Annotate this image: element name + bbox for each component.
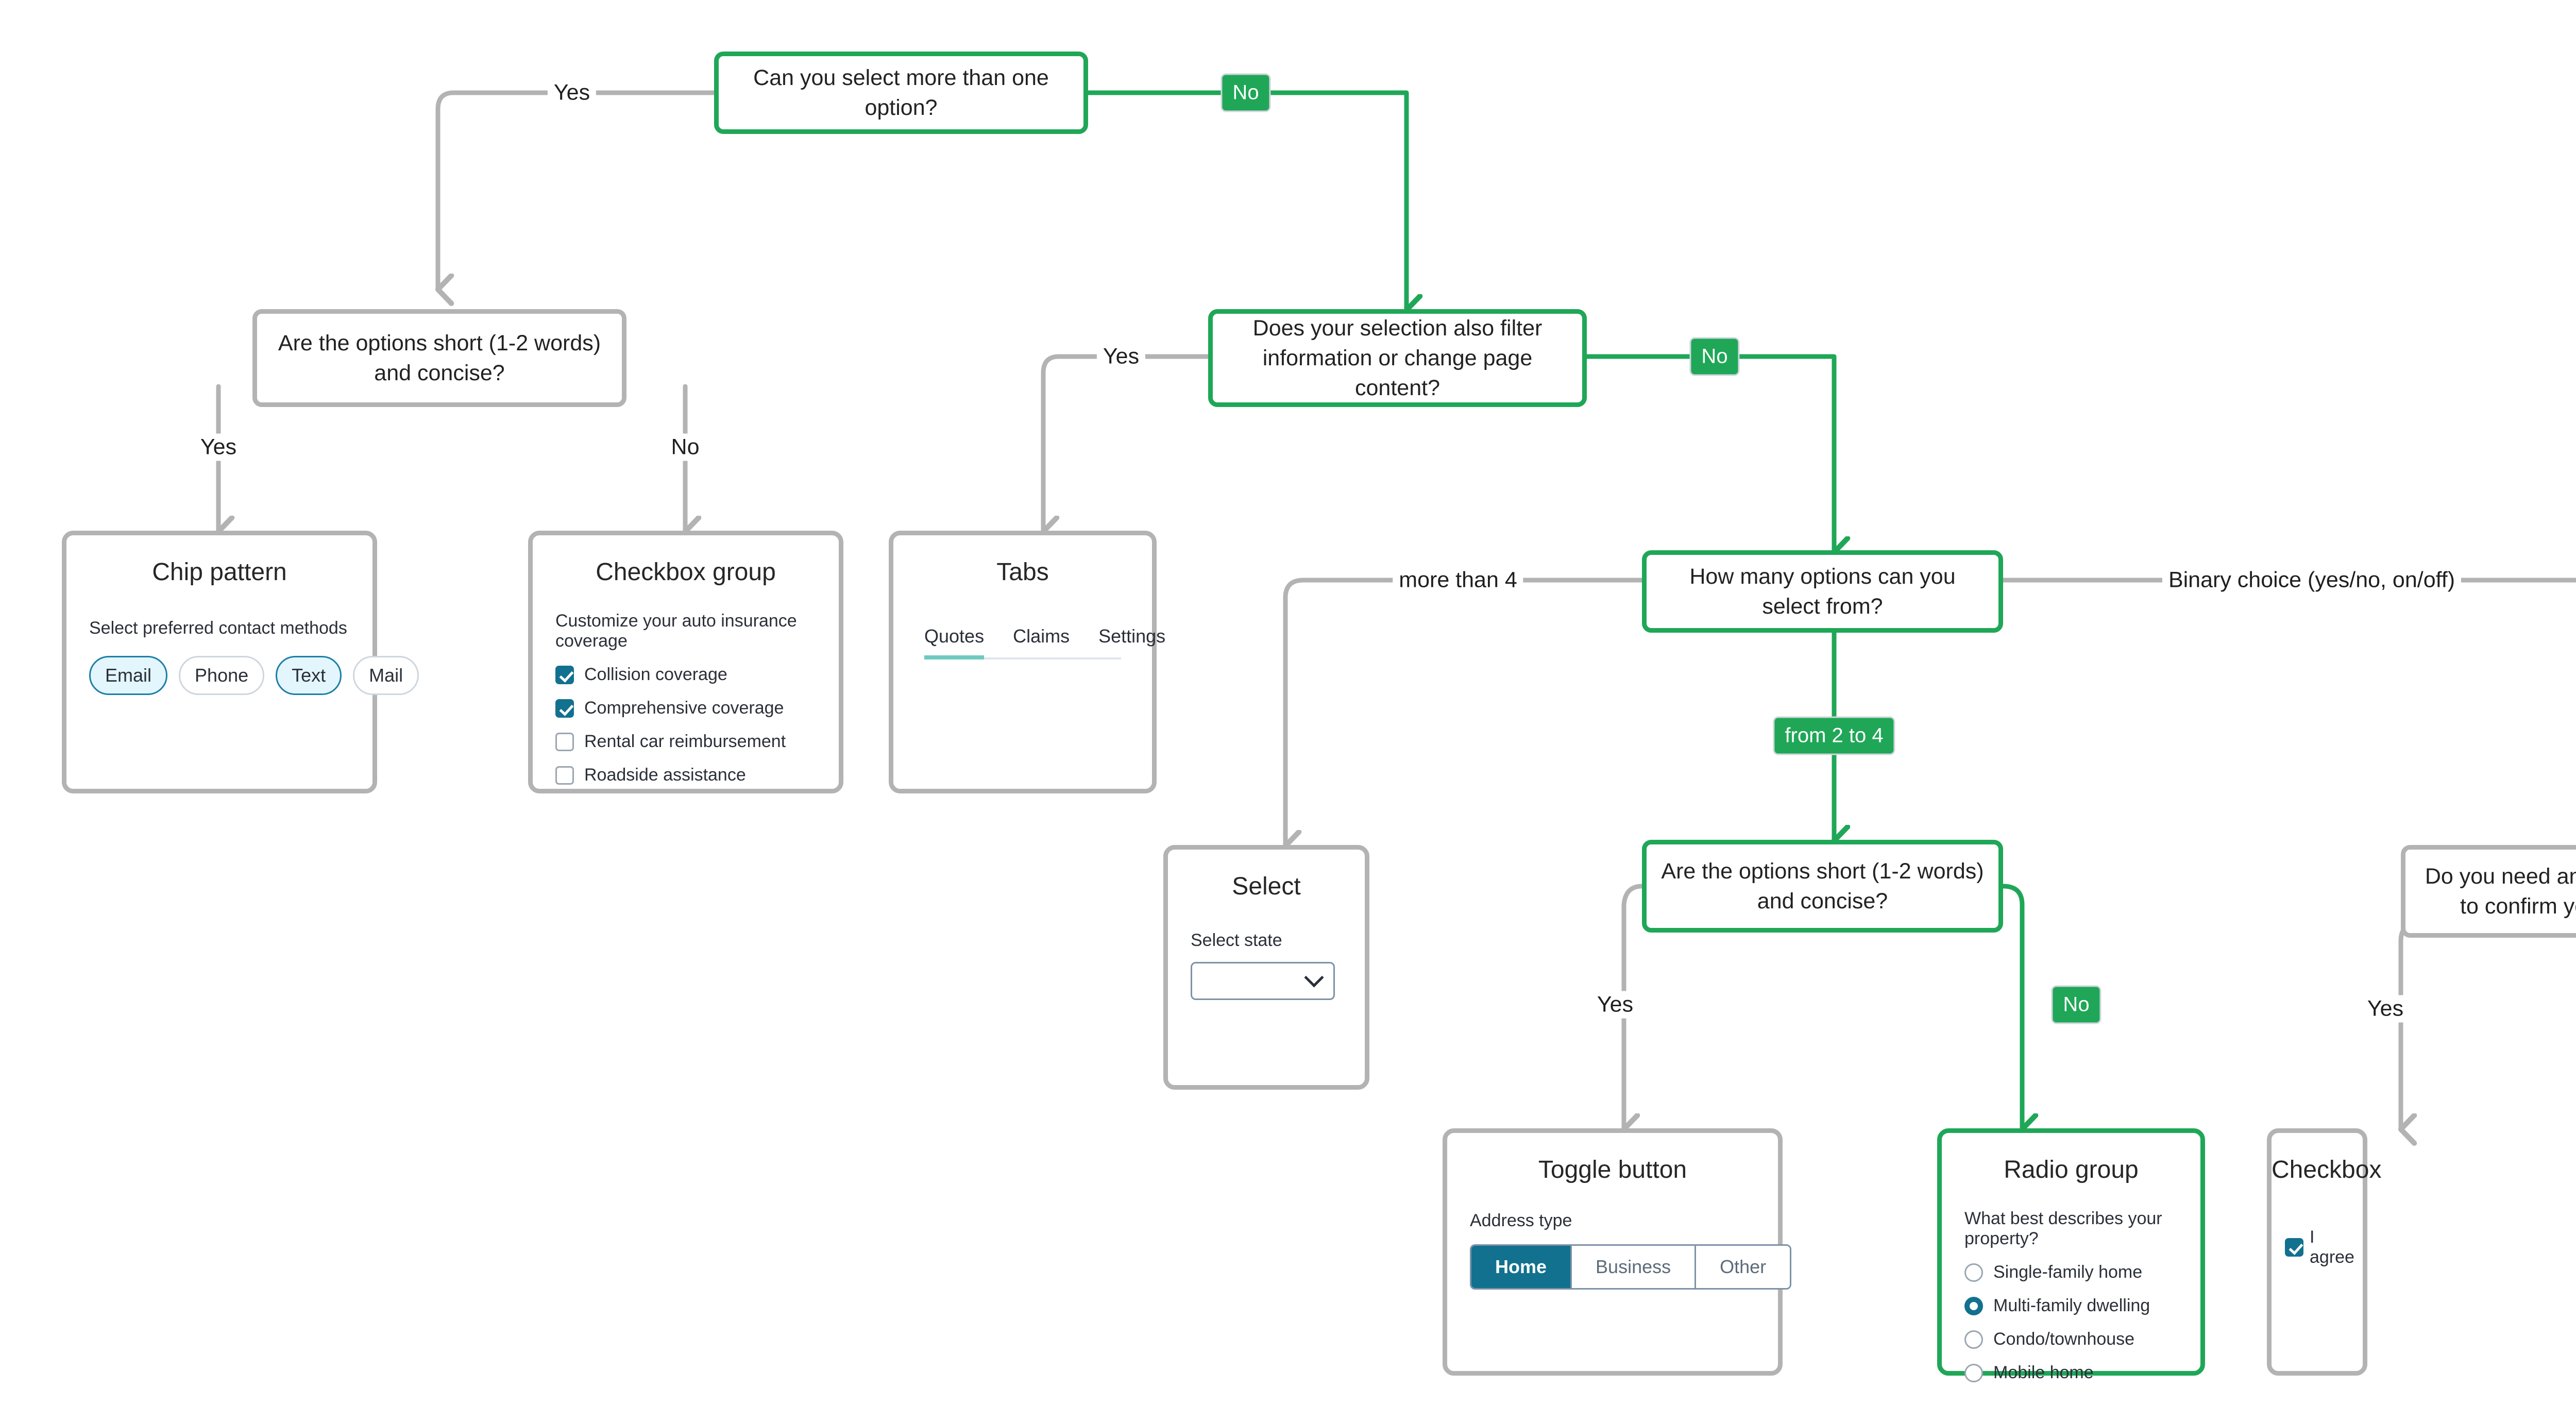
card-title: Radio group: [2004, 1156, 2139, 1183]
decision-text: Are the options short (1-2 words) and co…: [1661, 858, 1984, 913]
chip-email[interactable]: Email: [89, 656, 168, 695]
checkbox-icon[interactable]: [555, 665, 574, 684]
checkbox-row-collision[interactable]: Collision coverage: [555, 665, 816, 685]
select-field-label: Select state: [1191, 930, 1282, 950]
card-title: Checkbox group: [596, 558, 776, 586]
tab-bar: Quotes Claims Settings: [924, 625, 1165, 659]
checkbox-icon[interactable]: [555, 732, 574, 751]
edge-label-yes-left: Yes: [194, 433, 243, 461]
edge-label-yes-top: Yes: [547, 79, 597, 107]
card-checkbox-group: Checkbox group Customize your auto insur…: [528, 531, 843, 793]
radio-row-condo[interactable]: Condo/townhouse: [1964, 1329, 2178, 1349]
checkbox-row-rental[interactable]: Rental car reimbursement: [555, 732, 816, 752]
radio-icon[interactable]: [1964, 1296, 1983, 1315]
checkbox-label: Comprehensive coverage: [584, 698, 784, 718]
radio-label: Mobile home: [1993, 1363, 2094, 1382]
toggle-field-label: Address type: [1470, 1211, 1572, 1230]
tab-claims[interactable]: Claims: [1013, 625, 1070, 647]
edge-label-yes-filter: Yes: [1096, 343, 1146, 370]
radio-icon[interactable]: [1964, 1263, 1983, 1282]
radio-field-label: What best describes your property?: [1964, 1209, 2162, 1248]
decision-text: Do you need an additional action to conf…: [2425, 864, 2576, 919]
decision-selection-filters-content[interactable]: Does your selection also filter informat…: [1208, 309, 1587, 407]
checkbox-label: Rental car reimbursement: [584, 732, 786, 751]
card-title: Chip pattern: [152, 558, 287, 586]
checkbox-icon[interactable]: [2285, 1238, 2303, 1257]
decision-how-many-options[interactable]: How many options can you select from?: [1642, 550, 2003, 633]
checkbox-icon[interactable]: [555, 766, 574, 785]
toggle-option-other[interactable]: Other: [1696, 1246, 1790, 1288]
card-select: Select Select state: [1163, 845, 1369, 1090]
checkbox-row-comprehensive[interactable]: Comprehensive coverage: [555, 698, 816, 718]
decision-text: Does your selection also filter informat…: [1252, 315, 1543, 401]
checkbox-row-agree[interactable]: I agree: [2285, 1227, 2354, 1267]
checkbox-label: I agree: [2310, 1227, 2354, 1267]
toggle-option-business[interactable]: Business: [1572, 1246, 1697, 1288]
checkbox-label: Roadside assistance: [584, 765, 746, 785]
card-title: Tabs: [996, 558, 1049, 586]
decision-can-select-more-than-one[interactable]: Can you select more than one option?: [714, 52, 1088, 134]
chip-mail[interactable]: Mail: [353, 656, 419, 695]
decision-need-confirm-action[interactable]: Do you need an additional action to conf…: [2401, 845, 2576, 938]
edge-label-no-left: No: [665, 433, 706, 461]
chip-field-label: Select preferred contact methods: [89, 618, 347, 638]
chip-list: Email Phone Text Mail: [89, 656, 419, 695]
checkbox-group-field-label: Customize your auto insurance coverage: [555, 611, 797, 651]
edge-label-no-filter: No: [1689, 337, 1740, 376]
checkbox-icon[interactable]: [555, 699, 574, 718]
radio-label: Condo/townhouse: [1993, 1329, 2135, 1349]
card-chip-pattern: Chip pattern Select preferred contact me…: [62, 531, 419, 793]
radio-icon[interactable]: [1964, 1363, 1983, 1382]
edge-label-yes-right: Yes: [2361, 995, 2410, 1023]
checkbox-row-roadside[interactable]: Roadside assistance: [555, 765, 816, 785]
radio-row-single-family[interactable]: Single-family home: [1964, 1262, 2178, 1282]
checkbox-label: Collision coverage: [584, 665, 727, 684]
decision-options-short-middle[interactable]: Are the options short (1-2 words) and co…: [1642, 840, 2003, 933]
card-title: Toggle button: [1538, 1156, 1687, 1183]
card-toggle-button: Toggle button Address type Home Business…: [1443, 1128, 1792, 1376]
decision-options-short-left[interactable]: Are the options short (1-2 words) and co…: [252, 309, 626, 407]
toggle-option-home[interactable]: Home: [1471, 1246, 1572, 1288]
edge-label-yes-middle: Yes: [1590, 991, 1640, 1019]
card-checkbox: Checkbox I agree: [2267, 1128, 2382, 1376]
card-title: Checkbox: [2272, 1156, 2382, 1183]
chip-text[interactable]: Text: [276, 656, 342, 695]
edge-label-no-middle: No: [2051, 985, 2102, 1024]
edge-label-from-2-to-4: from 2 to 4: [1773, 716, 1895, 755]
chip-phone[interactable]: Phone: [179, 656, 265, 695]
decision-text: Can you select more than one option?: [753, 65, 1049, 120]
toggle-button-group: Home Business Other: [1470, 1244, 1792, 1290]
select-input[interactable]: [1191, 962, 1335, 1000]
radio-label: Single-family home: [1993, 1262, 2143, 1282]
decision-text: Are the options short (1-2 words) and co…: [278, 330, 601, 385]
radio-label: Multi-family dwelling: [1993, 1296, 2150, 1315]
radio-icon[interactable]: [1964, 1330, 1983, 1349]
radio-row-multi-family[interactable]: Multi-family dwelling: [1964, 1296, 2178, 1316]
tab-quotes[interactable]: Quotes: [924, 625, 985, 659]
card-tabs: Tabs Quotes Claims Settings: [889, 531, 1165, 793]
chevron-down-icon: [1304, 967, 1324, 988]
radio-row-mobile[interactable]: Mobile home: [1964, 1363, 2178, 1383]
edge-label-binary-choice: Binary choice (yes/no, on/off): [2162, 566, 2462, 594]
card-radio-group: Radio group What best describes your pro…: [1937, 1128, 2205, 1382]
edge-label-more-than-4: more than 4: [1393, 566, 1523, 594]
tab-settings[interactable]: Settings: [1098, 625, 1166, 647]
decision-text: How many options can you select from?: [1689, 564, 1956, 619]
edge-label-no-top: No: [1221, 73, 1271, 112]
card-title: Select: [1232, 873, 1301, 900]
